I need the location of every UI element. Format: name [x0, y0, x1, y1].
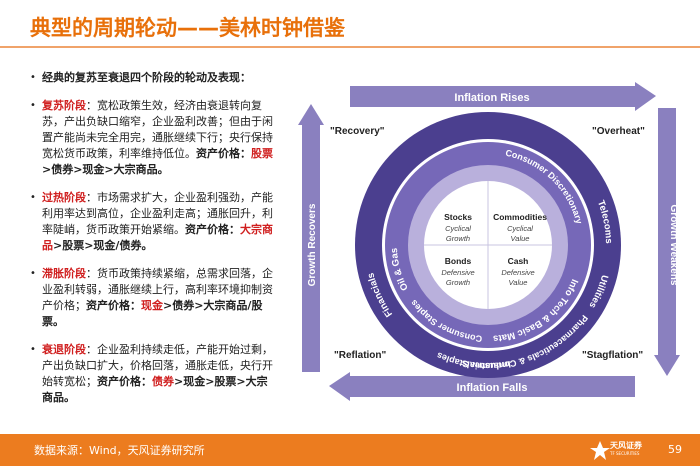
phase-reflation: • 衰退阶段：企业盈利持续走低，产能开始过剩，产出负缺口扩大，价格回落，通胀走低… — [30, 342, 280, 406]
quadrant-line2: Growth — [446, 278, 470, 287]
arrow-left — [302, 110, 320, 372]
phase-text: ：市场需求扩大，企业盈利强劲，产能利用率达到高位，企业盈利走高；通胀回升，利率陡… — [42, 191, 273, 236]
intro-text: 经典的复苏至衰退四个阶段的轮动及表现： — [42, 71, 251, 84]
arrow-label-left: Growth Recovers — [307, 203, 318, 286]
quadrant-bonds: Bonds Defensive Growth — [441, 256, 474, 287]
quadrant-line1: Cyclical — [445, 224, 471, 233]
bullet-icon: • — [30, 100, 36, 111]
price-rest: >债券>大宗商品/股票。 — [42, 299, 263, 328]
quadrant-title: Cash — [508, 256, 529, 266]
arrow-right — [658, 108, 676, 370]
arrow-frame — [298, 82, 680, 401]
page-number: 59 — [668, 443, 682, 456]
phase-name: 滞胀阶段 — [42, 267, 86, 280]
quadrant-title: Commodities — [493, 212, 547, 222]
arrow-bottom — [335, 376, 635, 397]
bullet-icon: • — [30, 72, 36, 83]
quadrant-cash: Cash Defensive Value — [501, 256, 534, 287]
title-divider — [0, 46, 700, 48]
tf-logo-icon — [590, 441, 610, 460]
quadrant-line1: Cyclical — [507, 224, 533, 233]
sector-label-outer: Industrials — [461, 357, 512, 371]
intro-bullet: • 经典的复苏至衰退四个阶段的轮动及表现： — [30, 70, 280, 86]
price-rest: >债券>现金>大宗商品。 — [42, 163, 169, 176]
corner-reflation: "Reflation" — [334, 350, 387, 361]
price-highlight: 大宗商品 — [42, 223, 273, 252]
quadrant-stocks: Stocks Cyclical Growth — [444, 212, 472, 243]
quadrant-title: Stocks — [444, 212, 472, 222]
price-label: 资产价格： — [97, 375, 152, 388]
price-label: 资产价格： — [86, 299, 141, 312]
footer-logo-text: 天风证券 — [610, 441, 642, 450]
corner-recovery: "Recovery" — [330, 126, 385, 137]
price-label: 资产价格： — [185, 223, 240, 236]
phase-recovery: • 复苏阶段：宽松政策生效，经济由衰退转向复苏，产出负缺口缩窄，企业盈利改善；但… — [30, 98, 280, 178]
phase-overheat: • 过热阶段：市场需求扩大，企业盈利强劲，产能利用率达到高位，企业盈利走高；通胀… — [30, 190, 280, 254]
corner-overheat: "Overheat" — [592, 126, 645, 137]
arrow-label-top: Inflation Rises — [454, 92, 529, 104]
arrow-top — [350, 86, 650, 107]
price-label: 资产价格： — [196, 147, 251, 160]
arrow-head-bottom-right — [654, 355, 680, 376]
quadrant-commodities: Commodities Cyclical Value — [493, 212, 547, 243]
page-title: 典型的周期轮动——美林时钟借鉴 — [30, 16, 345, 40]
quadrant-title: Bonds — [445, 256, 472, 266]
phase-name: 过热阶段 — [42, 191, 86, 204]
left-text-column: • 经典的复苏至衰退四个阶段的轮动及表现： • 复苏阶段：宽松政策生效，经济由衰… — [30, 70, 280, 418]
price-highlight: 债券 — [152, 375, 174, 388]
quadrant-line2: Growth — [446, 234, 470, 243]
phase-name: 衰退阶段 — [42, 343, 86, 356]
phase-text: ：货币政策持续紧缩，总需求回落，企业盈利转弱，通胀继续上行，高利率环境抑制资产价… — [42, 267, 273, 312]
phase-name: 复苏阶段 — [42, 99, 86, 112]
arrow-head-top-left — [298, 104, 324, 125]
price-highlight: 股票 — [251, 147, 273, 160]
investment-clock-svg: Inflation Rises Inflation Falls Growth R… — [298, 82, 680, 401]
bullet-icon: • — [30, 268, 36, 279]
price-rest: >股票>现金/债券。 — [53, 239, 153, 252]
phase-text: ：企业盈利持续走低，产能开始过剩，产出负缺口扩大，价格回落，通胀走低，央行开始转… — [42, 343, 273, 388]
quadrant-line2: Value — [509, 278, 528, 287]
corner-stagflation: "Stagflation" — [582, 350, 643, 361]
arrow-head-bottom-left — [329, 372, 350, 401]
footer-logo-sub: TF SECURITIES — [610, 451, 640, 456]
bullet-icon: • — [30, 192, 36, 203]
bullet-icon: • — [30, 344, 36, 355]
quadrant-line1: Defensive — [501, 268, 534, 277]
phase-text: ：宽松政策生效，经济由衰退转向复苏，产出负缺口缩窄，企业盈利改善；但由于闲置产能… — [42, 99, 273, 160]
phase-stagflation: • 滞胀阶段：货币政策持续紧缩，总需求回落，企业盈利转弱，通胀继续上行，高利率环… — [30, 266, 280, 330]
investment-clock-diagram: Inflation Rises Inflation Falls Growth R… — [290, 80, 690, 410]
quadrant-line1: Defensive — [441, 268, 474, 277]
footer-bar — [0, 434, 700, 466]
price-rest: >现金>股票>大宗商品。 — [42, 375, 268, 404]
footer-source: 数据来源：Wind，天风证券研究所 — [34, 444, 205, 457]
quadrant-line2: Value — [511, 234, 530, 243]
arrow-head-top-right — [635, 82, 656, 111]
arrow-label-bottom: Inflation Falls — [457, 382, 528, 394]
price-highlight: 现金 — [141, 299, 163, 312]
arrow-label-right: Growth Weakens — [668, 205, 679, 286]
